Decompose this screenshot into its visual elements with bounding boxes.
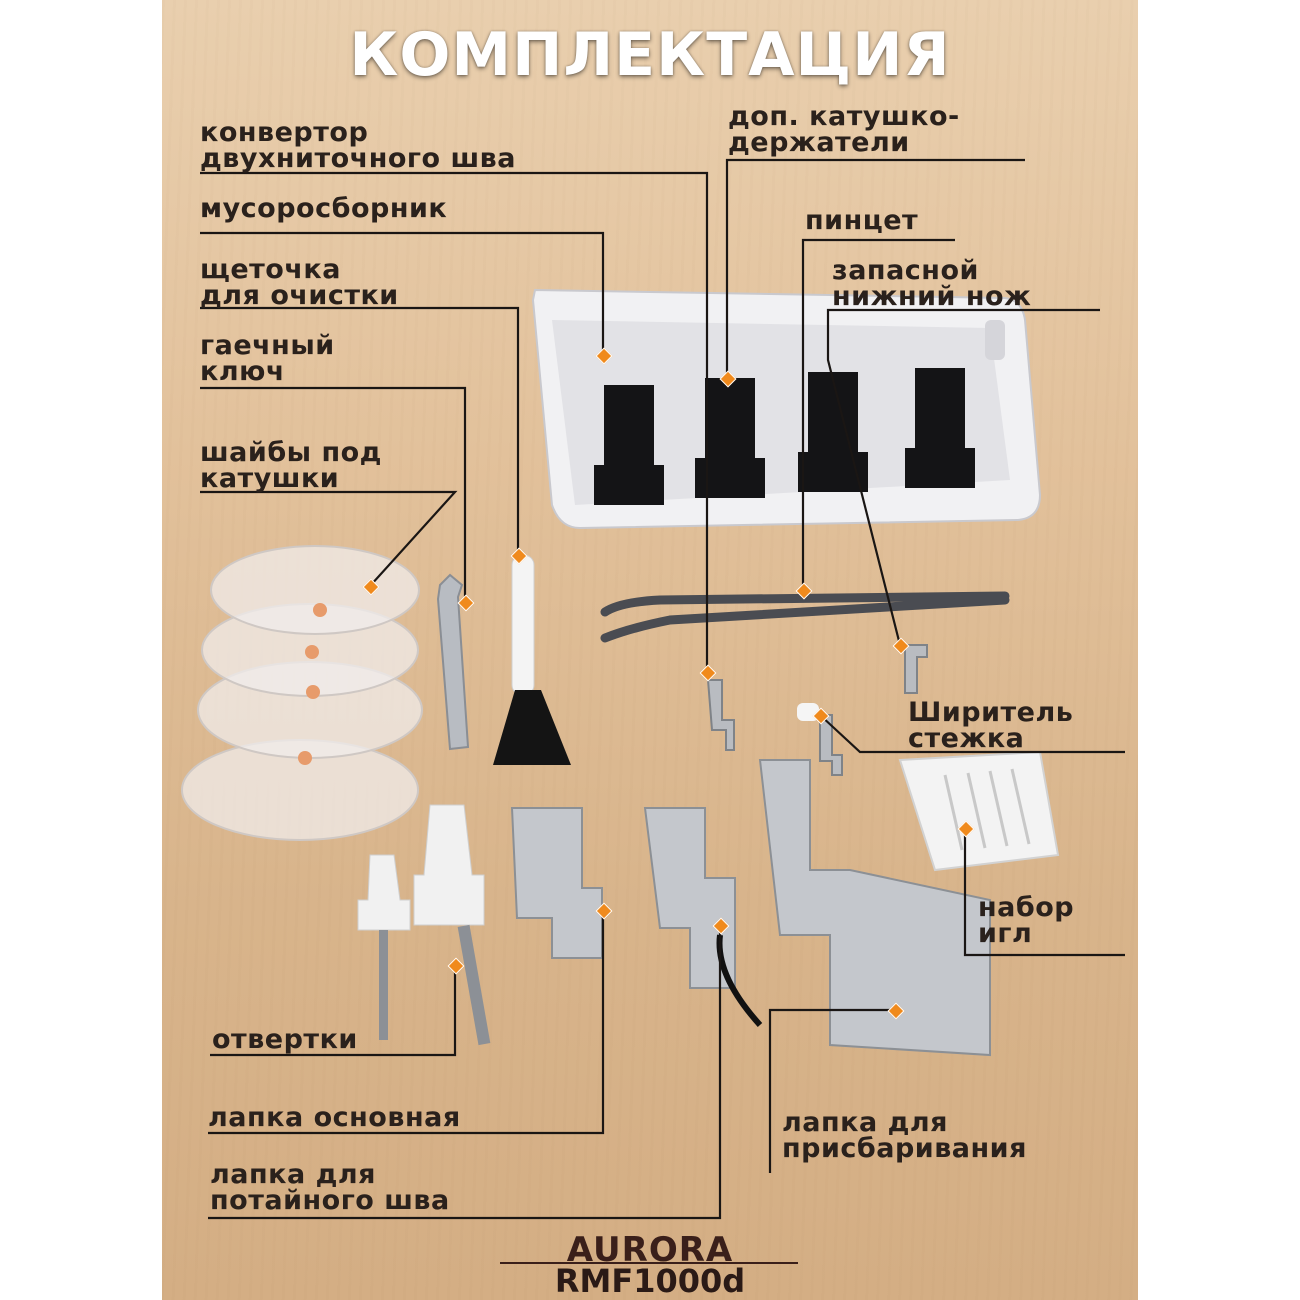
presser-feet [510, 759, 991, 1057]
converter-part [706, 644, 928, 776]
tweezers [600, 591, 1010, 643]
spool-holders [594, 368, 975, 505]
label-needle-set: набор игл [978, 892, 1075, 949]
label-gathering-foot: лапка для присбаривания [782, 1107, 1027, 1164]
wrench [436, 573, 470, 751]
label-stitch-widener: Ширитель стежка [908, 697, 1074, 754]
label-cleaning-brush: щеточка для очистки [200, 254, 399, 311]
brand-underline [500, 1262, 798, 1264]
callout-lines [200, 158, 1125, 1220]
product-photo-background [162, 0, 1138, 1300]
label-converter: конвертор двухниточного шва [200, 117, 516, 174]
needle-case [898, 750, 1060, 872]
model-name: RMF1000d [554, 1262, 746, 1300]
label-screwdrivers: отвертки [212, 1024, 358, 1055]
label-spool-washers: шайбы под катушки [200, 437, 382, 494]
spool-washers [181, 545, 423, 841]
label-wrench: гаечный ключ [200, 330, 335, 387]
label-tweezers: пинцет [805, 205, 919, 236]
label-blind-stitch-foot: лапка для потайного шва [210, 1159, 450, 1216]
cleaning-brush [493, 554, 571, 765]
label-main-foot: лапка основная [208, 1102, 461, 1133]
page-title: КОМПЛЕКТАЦИЯ [349, 20, 951, 90]
label-spare-knife: запасной нижний нож [832, 255, 1032, 312]
label-waste-collector: мусоросборник [200, 193, 448, 224]
screwdrivers [357, 804, 491, 1046]
label-spool-holders: доп. катушко- держатели [728, 101, 960, 158]
